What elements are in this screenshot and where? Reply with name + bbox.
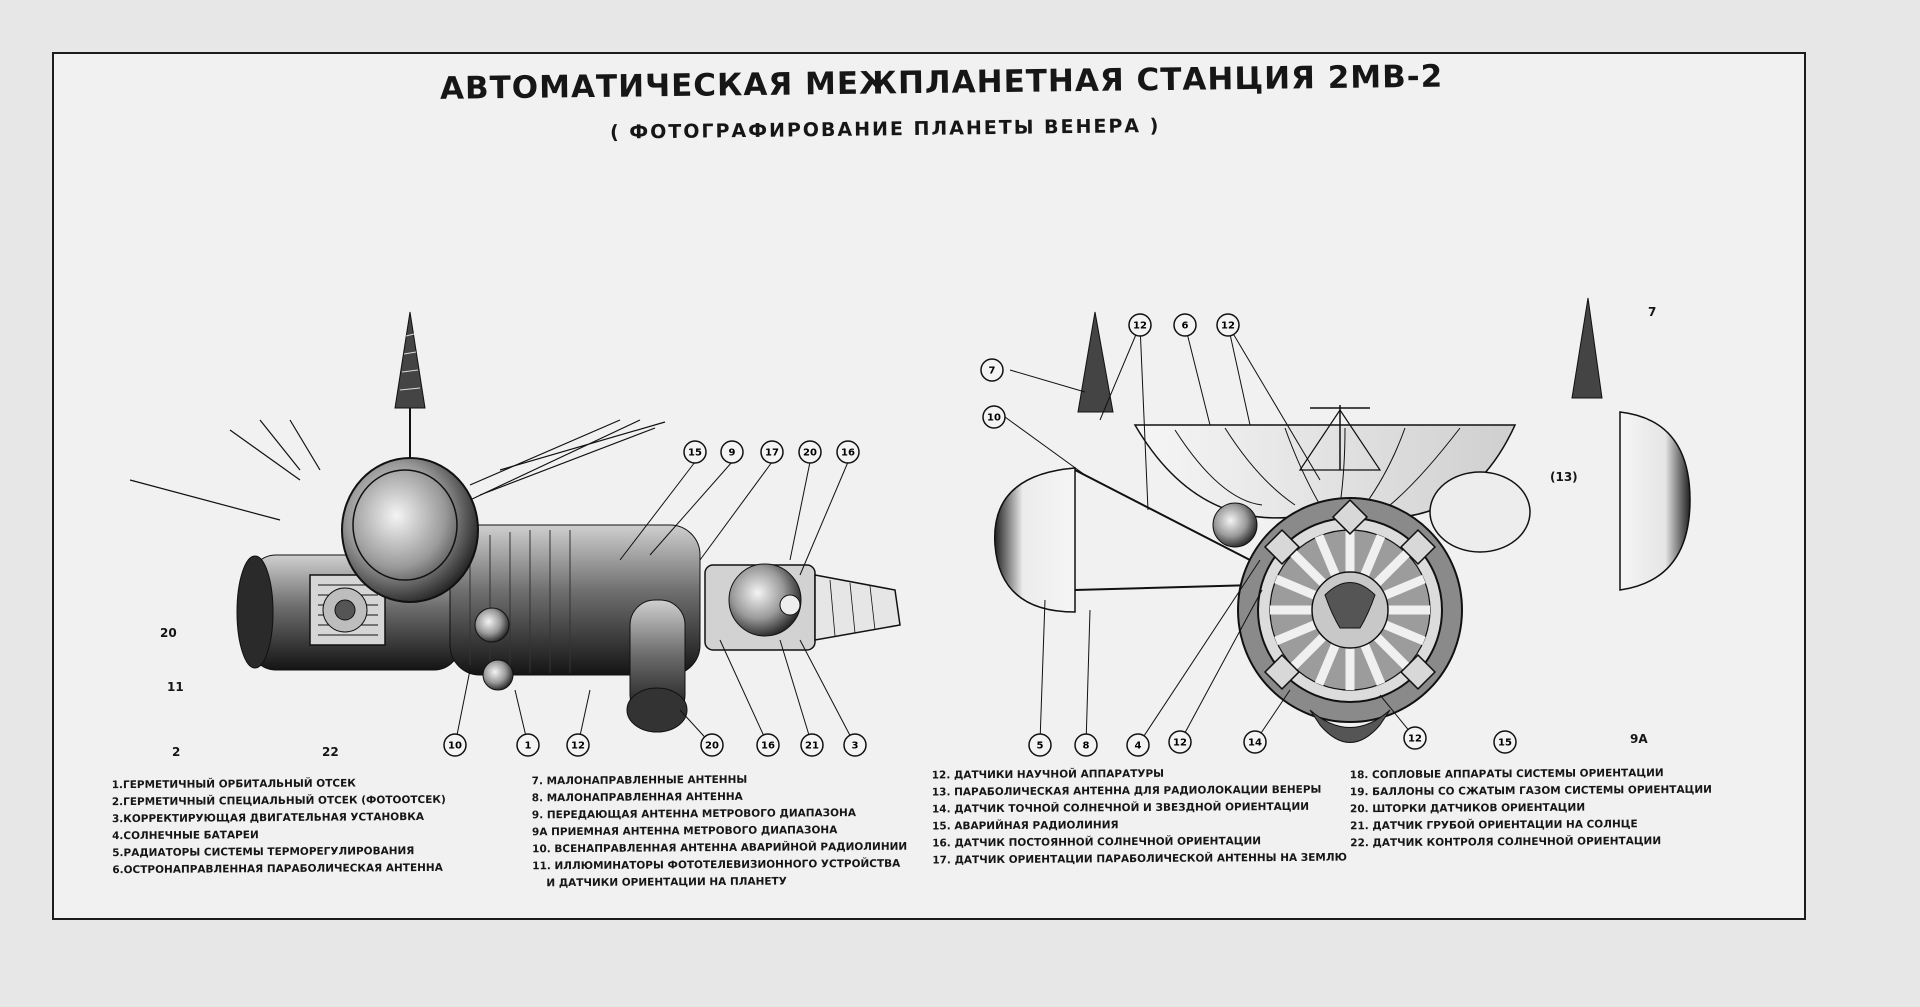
callout-right-circle — [1173, 313, 1197, 337]
callout-left-number: 20 — [803, 448, 817, 459]
spacecraft-front-view — [994, 297, 1691, 746]
callout-left-circle — [836, 440, 860, 464]
callout-right-number: 12 — [1173, 738, 1187, 749]
callout-left-number: 20 — [705, 741, 719, 752]
callout-right-circle — [982, 405, 1006, 429]
low-gain-cone-antenna — [394, 311, 426, 409]
callout-left-number: 21 — [805, 741, 819, 752]
solar-panel-right — [1619, 411, 1691, 591]
callout-left-circle — [700, 733, 724, 757]
callout-left-circle — [756, 733, 780, 757]
callout-right-number: 4 — [1135, 741, 1142, 752]
callout-left-circle — [443, 733, 467, 757]
callout-right-circle — [1028, 733, 1052, 757]
callout-left-number: 15 — [688, 448, 702, 459]
stray-label: 22 — [322, 745, 339, 759]
callout-right-number: 10 — [987, 413, 1001, 424]
solar-panel-lines — [129, 419, 666, 521]
callout-right-circle — [1243, 730, 1267, 754]
callout-left-number: 1 — [525, 741, 532, 752]
callout-left-circle — [720, 440, 744, 464]
callout-left-circle — [566, 733, 590, 757]
callout-right-number: 12 — [1408, 734, 1422, 745]
legend-item: 11. ИЛЛЮМИНАТОРЫ ФОТОТЕЛЕВИЗИОННОГО УСТР… — [532, 857, 901, 873]
callout-left-circle — [843, 733, 867, 757]
stray-label: 9А — [1630, 732, 1648, 746]
legend-item: 22. ДАТЧИК КОНТРОЛЯ СОЛНЕЧНОЙ ОРИЕНТАЦИИ — [1350, 835, 1662, 850]
callout-right-circle — [1216, 313, 1240, 337]
callout-left-number: 16 — [841, 448, 855, 459]
callout-right-number: 6 — [1182, 321, 1189, 332]
callout-right-number: 15 — [1498, 738, 1512, 749]
callout-right-circle — [1403, 726, 1427, 750]
legend-item: 6.ОСТРОНАПРАВЛЕННАЯ ПАРАБОЛИЧЕСКАЯ АНТЕН… — [112, 861, 443, 877]
callout-left-circle — [760, 440, 784, 464]
callout-right-circle — [1074, 733, 1098, 757]
legend-item: 17. ДАТЧИК ОРИЕНТАЦИИ ПАРАБОЛИЧЕСКОЙ АНТ… — [932, 851, 1347, 867]
callout-right-number: 14 — [1248, 738, 1262, 749]
stray-label: (13) — [1550, 470, 1578, 484]
callout-right-number: 12 — [1133, 321, 1147, 332]
legend-column-4: 18. СОПЛОВЫЕ АППАРАТЫ СИСТЕМЫ ОРИЕНТАЦИИ… — [1350, 765, 1713, 853]
callout-right-number: 8 — [1083, 741, 1090, 752]
callout-right-circle — [1126, 733, 1150, 757]
legend-item: 9. ПЕРЕДАЮЩАЯ АНТЕННА МЕТРОВОГО ДИАПАЗОН… — [531, 807, 856, 822]
callout-right-circle — [1128, 313, 1152, 337]
callout-left-number: 3 — [852, 741, 859, 752]
stray-label: 2 — [172, 745, 181, 759]
legend-item: И ДАТЧИКИ ОРИЕНТАЦИИ НА ПЛАНЕТУ — [546, 875, 787, 890]
callout-left-circle — [683, 440, 707, 464]
legend-item: 3.КОРРЕКТИРУЮЩАЯ ДВИГАТЕЛЬНАЯ УСТАНОВКА — [111, 810, 424, 826]
callout-right-number: 5 — [1037, 741, 1044, 752]
callout-left-number: 9 — [729, 448, 736, 459]
solar-panel-left — [994, 467, 1076, 613]
callout-circles: 15 9 17 20 16 10 1 12 20 16 21 3 7 10 12 6 12 5 8 4 12 14 12 15 — [443, 313, 1517, 757]
stray-label: 7 — [1648, 305, 1657, 319]
callout-left-circle — [800, 733, 824, 757]
cone-antenna-left — [1077, 311, 1114, 413]
callout-right-number: 7 — [989, 366, 996, 377]
engine-nozzle — [814, 574, 901, 641]
callout-left-number: 10 — [448, 741, 462, 752]
callout-right-number: 12 — [1221, 321, 1235, 332]
callout-left-number: 16 — [761, 741, 775, 752]
legend-item: 19. БАЛЛОНЫ СО СЖАТЫМ ГАЗОМ СИСТЕМЫ ОРИЕ… — [1349, 783, 1712, 799]
callout-right-circle — [1168, 730, 1192, 754]
legend-item: 14. ДАТЧИК ТОЧНОЙ СОЛНЕЧНОЙ И ЗВЕЗДНОЙ О… — [931, 800, 1310, 816]
spacecraft-side-view — [129, 311, 901, 746]
callout-left-number: 12 — [571, 741, 585, 752]
callout-right-circle — [980, 358, 1004, 382]
cone-antenna-right — [1571, 297, 1603, 399]
legend-column-1: 1.ГЕРМЕТИЧНЫЙ ОРБИТАЛЬНЫЙ ОТСЕК 2.ГЕРМЕТ… — [112, 775, 447, 879]
stray-label: 11 — [167, 680, 184, 694]
callout-left-circle — [798, 440, 822, 464]
legend-column-3: 12. ДАТЧИКИ НАУЧНОЙ АППАРАТУРЫ 13. ПАРАБ… — [932, 765, 1347, 870]
callout-right-circle — [1493, 730, 1517, 754]
legend-column-2: 7. МАЛОНАПРАВЛЕННЫЕ АНТЕННЫ 8. МАЛОНАПРА… — [532, 771, 908, 893]
callout-left-circle — [516, 733, 540, 757]
callout-left-number: 17 — [765, 448, 779, 459]
stray-label: 20 — [160, 626, 177, 640]
